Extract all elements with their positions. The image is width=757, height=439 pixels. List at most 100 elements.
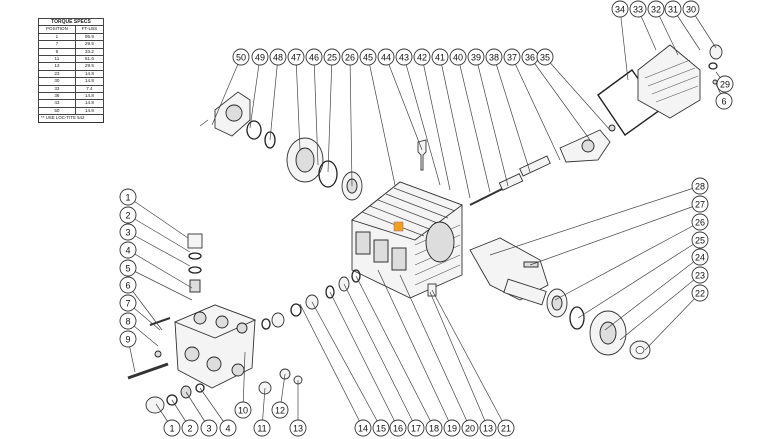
callout-number: 37 <box>507 53 517 63</box>
leader-line <box>295 56 301 151</box>
callout-number: 1 <box>169 424 174 434</box>
callout-number: 28 <box>695 182 705 192</box>
crankshaft <box>469 237 549 306</box>
callout-3: 3 <box>200 419 218 437</box>
callout-number: 3 <box>206 424 211 434</box>
callout-circle <box>467 48 485 66</box>
callout-circle <box>119 312 137 330</box>
callout-44: 44 <box>377 48 395 66</box>
o-ring-right <box>569 306 585 330</box>
callout-45: 45 <box>359 48 377 66</box>
callout-circle <box>691 248 709 266</box>
callout-26: 26 <box>341 48 359 66</box>
callout-47: 47 <box>287 48 305 66</box>
leader-line <box>457 56 491 193</box>
callout-2: 2 <box>181 419 199 437</box>
callout-15: 15 <box>372 419 390 437</box>
callout-circle <box>289 419 307 437</box>
callout-37: 37 <box>503 48 521 66</box>
callout-number: 23 <box>695 271 705 281</box>
bearing-cover <box>286 137 324 183</box>
callout-number: 49 <box>255 53 265 63</box>
callout-5: 5 <box>119 259 137 277</box>
rear-cover <box>637 44 701 119</box>
callout-27: 27 <box>691 195 709 213</box>
leader-line <box>313 56 319 166</box>
callout-number: 25 <box>327 53 337 63</box>
callout-number: 19 <box>447 424 457 434</box>
callout-number: 11 <box>257 424 266 434</box>
callout-42: 42 <box>413 48 431 66</box>
leader-line <box>127 214 191 253</box>
callout-13: 13 <box>289 419 307 437</box>
leader-line <box>367 56 396 186</box>
callout-circle <box>287 48 305 66</box>
leader-line <box>385 56 423 151</box>
callout-29: 29 <box>716 75 734 93</box>
torque-value: 33.2 <box>74 47 105 57</box>
plunger-rod <box>469 155 551 206</box>
callout-number: 20 <box>465 424 475 434</box>
callout-number: 44 <box>381 53 391 63</box>
callout-11: 11 <box>253 419 271 437</box>
callout-9: 9 <box>119 330 137 348</box>
o-ring <box>264 131 276 149</box>
callout-number: 47 <box>291 53 301 63</box>
callout-20: 20 <box>461 419 479 437</box>
rear-flange <box>199 91 251 137</box>
torque-position: 23 <box>38 69 76 79</box>
callout-circle <box>691 213 709 231</box>
callout-number: 15 <box>376 424 386 434</box>
callout-33: 33 <box>629 0 647 18</box>
callout-number: 32 <box>651 5 661 15</box>
callout-23: 23 <box>691 266 709 284</box>
callout-6: 6 <box>715 92 733 110</box>
leader-line <box>355 275 435 429</box>
callout-circle <box>691 177 709 195</box>
callout-number: 46 <box>309 53 319 63</box>
leader-line <box>619 274 701 341</box>
leader-line <box>269 56 279 141</box>
callout-number: 26 <box>345 53 355 63</box>
callout-circle <box>449 48 467 66</box>
callout-number: 3 <box>125 228 130 238</box>
callout-circle <box>461 419 479 437</box>
callout-number: 13 <box>293 424 303 434</box>
callout-19: 19 <box>443 419 461 437</box>
callout-circle <box>407 419 425 437</box>
side-cover <box>589 310 627 356</box>
callout-28: 28 <box>691 177 709 195</box>
callout-number: 5 <box>125 264 130 274</box>
callout-48: 48 <box>269 48 287 66</box>
callout-1: 1 <box>119 188 137 206</box>
callout-circle <box>119 330 137 348</box>
leader-line <box>127 196 189 239</box>
callout-38: 38 <box>485 48 503 66</box>
callout-number: 26 <box>695 218 705 228</box>
callout-number: 8 <box>125 317 130 327</box>
leader-line <box>377 269 453 429</box>
leader-line <box>604 256 701 331</box>
callout-circle <box>359 48 377 66</box>
callout-circle <box>443 419 461 437</box>
callout-circle <box>647 0 665 18</box>
callout-circle <box>479 419 497 437</box>
callout-number: 12 <box>275 406 285 416</box>
drain-plug <box>708 44 723 85</box>
leader-line <box>439 56 471 199</box>
callout-number: 39 <box>471 53 481 63</box>
callout-number: 4 <box>125 246 130 256</box>
oil-dipstick <box>417 139 427 171</box>
leader-line <box>311 301 382 429</box>
callout-circle <box>425 419 443 437</box>
torque-position: 13 <box>38 62 76 71</box>
callout-circle <box>219 419 237 437</box>
callout-14: 14 <box>354 419 372 437</box>
torque-value: 51.6 <box>74 55 105 64</box>
callout-number: 9 <box>125 335 130 345</box>
